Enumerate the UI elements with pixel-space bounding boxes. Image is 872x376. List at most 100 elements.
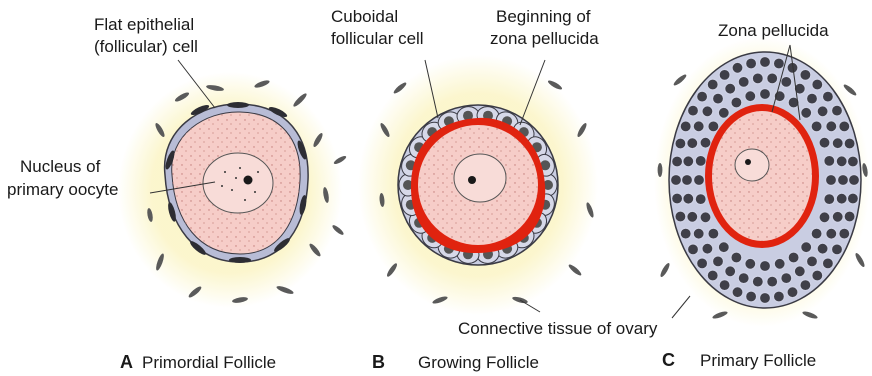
- granulosa-cell: [822, 91, 833, 102]
- granulosa-cell: [832, 105, 843, 116]
- granulosa-cell: [745, 258, 756, 269]
- granulosa-cell: [695, 194, 706, 205]
- granulosa-cell: [794, 266, 805, 277]
- label-cuboidal-2: follicular cell: [331, 29, 424, 48]
- label-zona: Zona pellucida: [718, 21, 829, 40]
- granulosa-cell: [725, 266, 736, 277]
- granulosa-cell: [745, 91, 756, 102]
- granulosa-cell: [832, 244, 843, 255]
- label-zona-begin-2: zona pellucida: [490, 29, 599, 48]
- granulosa-cell: [719, 69, 730, 80]
- granulosa-cell: [822, 258, 833, 269]
- granulosa-cell: [800, 280, 811, 291]
- granulosa-cell: [844, 138, 855, 149]
- granulosa-cell: [746, 291, 757, 302]
- caption-c-letter: C: [662, 350, 675, 370]
- granulosa-cell: [702, 243, 713, 254]
- granulosa-cell: [707, 270, 718, 281]
- granulosa-cell: [671, 175, 682, 186]
- granulosa-cell: [760, 89, 771, 100]
- granulosa-cell: [672, 156, 683, 167]
- nucleus-a: [203, 153, 273, 213]
- nucleus-c: [735, 149, 769, 181]
- panel-a-primordial-follicle: Flat epithelial (follicular) cell Nucleu…: [7, 15, 347, 372]
- granulosa-cell: [738, 273, 749, 284]
- granulosa-cell: [708, 121, 719, 132]
- granulosa-cell: [847, 156, 858, 167]
- label-flat-cell-1: Flat epithelial: [94, 15, 194, 34]
- granulosa-cell: [832, 138, 843, 149]
- granulosa-cell: [826, 121, 837, 132]
- caption-a: Primordial Follicle: [142, 353, 276, 372]
- caption-b: Growing Follicle: [418, 353, 539, 372]
- panel-b-growing-follicle: Cuboidal follicular cell Beginning of zo…: [331, 7, 599, 372]
- label-flat-cell-2: (follicular) cell: [94, 37, 198, 56]
- granulosa-cell: [683, 156, 694, 167]
- granulosa-cell: [773, 291, 784, 302]
- granulosa-cell: [811, 228, 822, 239]
- granulosa-cell: [688, 105, 699, 116]
- granulosa-cell: [824, 194, 835, 205]
- nucleolus-a: [244, 176, 253, 185]
- granulosa-cell: [760, 57, 771, 68]
- granulosa-cell: [812, 79, 823, 90]
- granulosa-cell: [774, 258, 785, 269]
- granulosa-cell: [839, 121, 850, 132]
- granulosa-cell: [693, 228, 704, 239]
- granulosa-cell: [849, 175, 860, 186]
- granulosa-cell: [746, 58, 757, 69]
- granulosa-cell: [687, 211, 698, 222]
- granulosa-cell: [838, 175, 849, 186]
- granulosa-cell: [725, 83, 736, 94]
- granulosa-cell: [694, 175, 705, 186]
- granulosa-cell: [752, 73, 763, 84]
- granulosa-cell: [767, 276, 778, 287]
- granulosa-cell: [695, 155, 706, 166]
- granulosa-cell: [826, 175, 837, 186]
- granulosa-cell: [817, 243, 828, 254]
- granulosa-cell: [697, 258, 708, 269]
- granulosa-cell: [693, 121, 704, 132]
- granulosa-cell: [680, 228, 691, 239]
- granulosa-cell: [807, 93, 818, 104]
- granulosa-cell: [697, 91, 708, 102]
- granulosa-cell: [807, 256, 818, 267]
- granulosa-cell: [687, 138, 698, 149]
- granulosa-cell: [812, 270, 823, 281]
- granulosa-cell: [732, 287, 743, 298]
- granulosa-cell: [801, 107, 812, 118]
- granulosa-cell: [801, 242, 812, 253]
- granulosa-cell: [781, 76, 792, 87]
- granulosa-cell: [700, 212, 711, 223]
- granulosa-cell: [680, 121, 691, 132]
- granulosa-cell: [826, 228, 837, 239]
- granulosa-cell: [731, 97, 742, 108]
- granulosa-cell: [682, 175, 693, 186]
- granulosa-cell: [688, 244, 699, 255]
- granulosa-cell: [683, 193, 694, 204]
- granulosa-cell: [732, 62, 743, 73]
- granulosa-cell: [824, 155, 835, 166]
- label-nucleus-1: Nucleus of: [20, 157, 101, 176]
- granulosa-cell: [731, 252, 742, 263]
- granulosa-cell: [719, 280, 730, 291]
- leader-connective-c: [672, 296, 690, 318]
- caption-b-letter: B: [372, 352, 385, 372]
- granulosa-cell: [847, 193, 858, 204]
- granulosa-cell: [675, 211, 686, 222]
- label-nucleus-2: primary oocyte: [7, 180, 118, 199]
- granulosa-cell: [839, 228, 850, 239]
- granulosa-cell: [675, 138, 686, 149]
- granulosa-cell: [707, 79, 718, 90]
- granulosa-cell: [738, 76, 749, 87]
- label-connective-tissue: Connective tissue of ovary: [458, 319, 658, 338]
- granulosa-cell: [811, 121, 822, 132]
- caption-a-letter: A: [120, 352, 133, 372]
- granulosa-cell: [752, 276, 763, 287]
- nucleolus-b: [468, 176, 476, 184]
- granulosa-cell: [819, 212, 830, 223]
- granulosa-cell: [767, 73, 778, 84]
- label-zona-begin-1: Beginning of: [496, 7, 591, 26]
- granulosa-cell: [713, 256, 724, 267]
- nucleus-b: [454, 154, 506, 202]
